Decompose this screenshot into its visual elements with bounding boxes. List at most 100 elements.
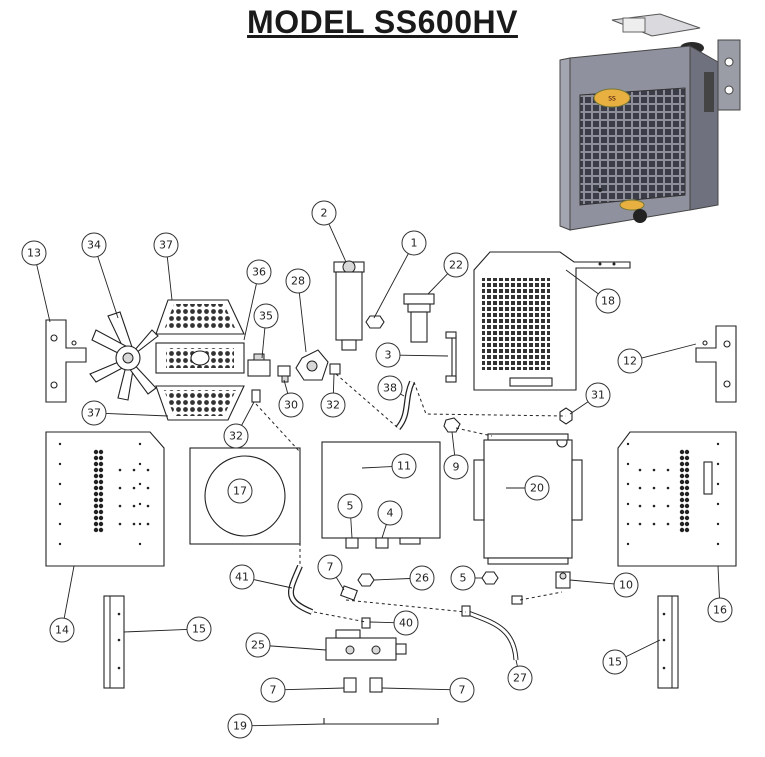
panel-hole — [679, 497, 685, 503]
callout-circle — [507, 665, 533, 691]
callout-circle — [443, 454, 469, 480]
callout-circle — [245, 632, 271, 658]
panel-hole — [93, 461, 99, 467]
callout-c38: 38 — [377, 375, 403, 401]
panel-hole — [146, 486, 150, 490]
callout-circle — [449, 677, 475, 703]
callout-number: 7 — [459, 684, 466, 697]
leader-line-c4 — [381, 524, 387, 539]
callout-c1: 1 — [401, 230, 427, 256]
panel-hole — [58, 542, 62, 546]
panel-hole — [684, 449, 690, 455]
svg-text:SS: SS — [608, 96, 616, 103]
callout-c12: 12 — [617, 348, 643, 374]
callout-number: 7 — [270, 684, 277, 697]
leader-line-c34 — [97, 256, 119, 319]
leader-line-c10 — [569, 579, 615, 585]
callout-number: 28 — [291, 275, 305, 288]
panel-hole — [58, 502, 62, 506]
panel-hole — [98, 485, 104, 491]
panel-hole — [98, 461, 104, 467]
panel-hole — [679, 527, 685, 533]
callout-number: 4 — [387, 507, 394, 520]
part-5-fitting-b — [481, 571, 499, 585]
callout-circle — [227, 713, 253, 739]
panel-hole — [138, 482, 142, 486]
panel-hole — [679, 509, 685, 515]
panel-hole — [684, 509, 690, 515]
callout-number: 31 — [591, 389, 605, 402]
panel-hole — [93, 473, 99, 479]
panel-hole — [716, 542, 720, 546]
leader-line-c28 — [298, 292, 307, 353]
callout-circle — [320, 392, 346, 418]
callout-number: 34 — [87, 239, 101, 252]
panel-hole — [679, 479, 685, 485]
callout-c15a: 15 — [186, 616, 212, 642]
callout-number: 7 — [327, 561, 334, 574]
callout-c14: 14 — [49, 617, 75, 643]
callout-circle — [602, 649, 628, 675]
callout-number: 14 — [55, 624, 69, 637]
part-5-fitting-a — [345, 537, 359, 549]
panel-hole — [716, 462, 720, 466]
panel-hole — [132, 468, 136, 472]
callout-c7a: 7 — [317, 554, 343, 580]
panel-hole — [93, 491, 99, 497]
part-11-tank — [321, 441, 441, 545]
leader-line-c32b — [241, 401, 255, 426]
panel-hole — [98, 527, 104, 533]
panel-hole — [684, 497, 690, 503]
panel-hole — [626, 482, 630, 486]
callout-c7b: 7 — [260, 677, 286, 703]
callout-number: 37 — [159, 239, 173, 252]
callout-c5b: 5 — [450, 565, 476, 591]
leader-line-c40 — [369, 621, 395, 624]
leader-line-c5a — [350, 517, 353, 539]
callout-c18: 18 — [595, 288, 621, 314]
part-19-strip — [323, 718, 439, 725]
panel-hole — [679, 491, 685, 497]
leader-line-c9 — [451, 431, 456, 456]
callout-circle — [585, 382, 611, 408]
panel-hole — [684, 467, 690, 473]
panel-hole — [98, 509, 104, 515]
model-title: MODEL SS600HV — [247, 4, 518, 40]
leader-line-c22 — [427, 273, 448, 295]
callout-c15b: 15 — [602, 649, 628, 675]
callout-circle — [707, 597, 733, 623]
callout-c27: 27 — [507, 665, 533, 691]
callout-c30: 30 — [278, 392, 304, 418]
callout-c9: 9 — [443, 454, 469, 480]
panel-hole — [98, 503, 104, 509]
callout-circle — [377, 500, 403, 526]
callout-circle — [153, 232, 179, 258]
callout-number: 35 — [259, 310, 273, 323]
part-20-heat-exchanger — [473, 433, 583, 565]
leader-line-c7b — [284, 687, 345, 691]
part-7-fitting-lower-left — [343, 677, 357, 693]
panel-hole — [98, 515, 104, 521]
panel-hole — [138, 442, 142, 446]
callout-circle — [377, 375, 403, 401]
callout-c17: 17 — [227, 478, 253, 504]
callout-c20: 20 — [524, 475, 550, 501]
callout-circle — [443, 252, 469, 278]
panel-hole — [132, 522, 136, 526]
callout-number: 19 — [233, 720, 247, 733]
callout-circle — [49, 617, 75, 643]
callout-number: 16 — [713, 604, 727, 617]
callout-c7c: 7 — [449, 677, 475, 703]
callout-c4: 4 — [377, 500, 403, 526]
callout-c41: 41 — [229, 564, 255, 590]
callout-number: 41 — [235, 571, 249, 584]
part-2-filter — [333, 260, 365, 351]
panel-hole — [58, 482, 62, 486]
leader-line-c14 — [63, 565, 75, 619]
callout-circle — [260, 677, 286, 703]
panel-hole — [684, 473, 690, 479]
callout-c31: 31 — [585, 382, 611, 408]
part-18-cover — [473, 251, 631, 391]
panel-hole — [146, 468, 150, 472]
callout-number: 27 — [513, 672, 527, 685]
